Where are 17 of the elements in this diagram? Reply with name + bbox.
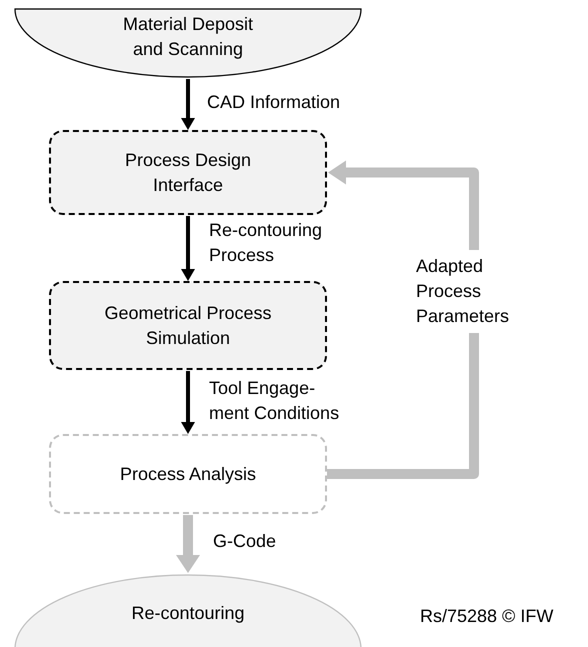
node-text: Re-contouring	[131, 602, 245, 625]
node-text: Geometrical Process Simulation	[103, 302, 273, 350]
arrow	[181, 79, 195, 130]
process-box	[49, 130, 327, 215]
edge-label: Re-contouring Process	[209, 219, 324, 267]
edge-label: G-Code	[213, 530, 278, 553]
process-box	[49, 434, 327, 514]
process-box	[49, 281, 327, 370]
arrow	[181, 371, 195, 434]
edge-label: CAD Information	[207, 91, 342, 114]
reference-note: Rs/75288 © IFW	[420, 605, 554, 628]
node-text: Process Analysis	[120, 462, 256, 486]
edge-label: Tool Engage- ment Conditions	[209, 377, 340, 425]
node-text: Process Design Interface	[124, 148, 252, 196]
arrow	[181, 216, 195, 281]
node-text: Material Deposit and Scanning	[122, 13, 254, 61]
arrow	[176, 515, 200, 573]
